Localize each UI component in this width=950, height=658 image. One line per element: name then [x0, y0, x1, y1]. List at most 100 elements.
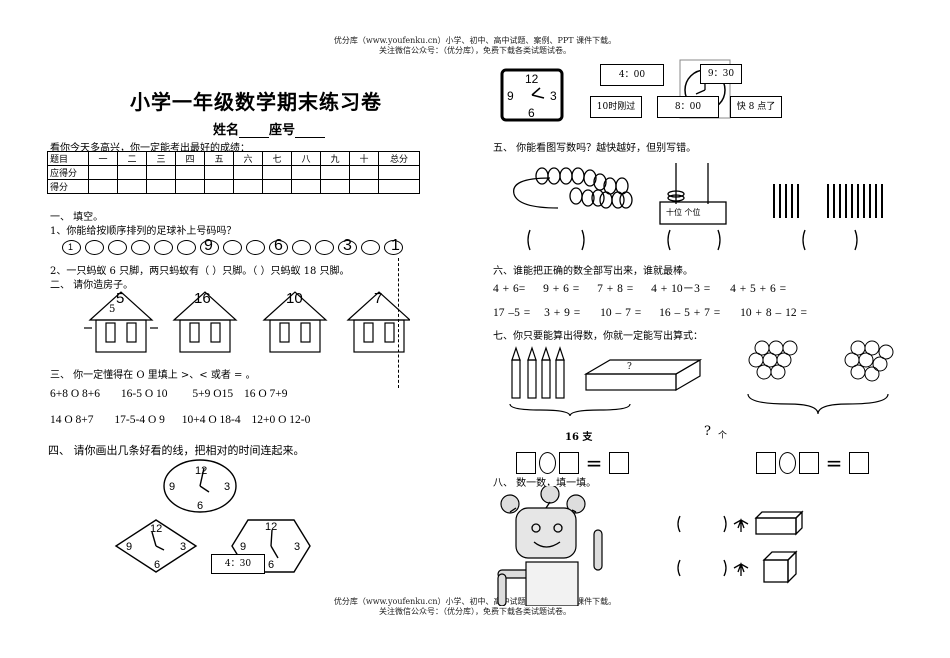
compare-item[interactable]: 12+0 O 12-0: [251, 414, 311, 426]
football-icon[interactable]: [131, 240, 150, 255]
football-icon[interactable]: [292, 240, 311, 255]
answer-box[interactable]: [799, 452, 820, 474]
score-cell[interactable]: [175, 165, 205, 180]
pencils-caption: 16 支: [565, 432, 593, 443]
score-cell[interactable]: [117, 179, 147, 194]
score-cell[interactable]: [349, 179, 379, 194]
score-cell[interactable]: [146, 179, 176, 194]
score-cell[interactable]: [88, 179, 118, 194]
houses-drawing: [84, 291, 410, 353]
score-cell[interactable]: [146, 165, 176, 180]
score-table-row: 应得分: [47, 165, 420, 180]
football-icon[interactable]: [154, 240, 173, 255]
compare-item[interactable]: 10+4 O 18-4: [181, 414, 241, 426]
football-icon: [62, 240, 81, 255]
operator-circle[interactable]: [539, 452, 557, 474]
score-cell[interactable]: [233, 165, 263, 180]
seat-blank[interactable]: [295, 124, 326, 138]
name-blank[interactable]: [239, 124, 270, 138]
compare-item[interactable]: 16-5 O 10: [120, 388, 168, 400]
section-1-heading: 一、 填空。: [50, 212, 104, 223]
compare-row-2: 14 O 8+7 17-5-4 O 9 10+4 O 18-4 12+0 O 1…: [50, 414, 310, 426]
football-icon: [200, 240, 219, 255]
compare-item[interactable]: 5+9 O15: [192, 388, 234, 400]
calc-item[interactable]: 7 + 8 =: [597, 283, 634, 295]
calc-item[interactable]: 3 + 9 =: [544, 307, 581, 319]
football-icon: [269, 240, 288, 255]
score-cell[interactable]: [320, 179, 350, 194]
operator-circle[interactable]: [779, 452, 797, 474]
calc-item[interactable]: 4 + 5 + 6 =: [730, 283, 787, 295]
calc-item[interactable]: 10 + 8 – 12 =: [740, 307, 807, 319]
compare-item[interactable]: 6+8 O 8+6: [50, 388, 101, 400]
score-cell[interactable]: [378, 165, 420, 180]
football-icon[interactable]: [177, 240, 196, 255]
score-cell[interactable]: [117, 165, 147, 180]
score-header-cell: 五: [204, 151, 234, 166]
svg-text:9: 9: [507, 89, 514, 103]
score-header-cell: 八: [291, 151, 321, 166]
svg-text:6: 6: [197, 500, 203, 512]
score-cell[interactable]: [204, 165, 234, 180]
score-table-row: 得分: [47, 179, 420, 194]
house-hint-number: 5: [109, 304, 116, 315]
score-header-cell: 十: [349, 151, 379, 166]
answer-box[interactable]: [848, 452, 869, 474]
score-cell[interactable]: [262, 179, 292, 194]
svg-text:3: 3: [224, 481, 230, 493]
compare-item[interactable]: 16 O 7+9: [243, 388, 288, 400]
score-cell[interactable]: [320, 165, 350, 180]
ball-number: 1: [68, 242, 74, 252]
calc-item[interactable]: 17 –5 =: [493, 307, 531, 319]
ball-number: 3: [343, 237, 352, 254]
football-icon[interactable]: [223, 240, 242, 255]
score-header-cell: 题目: [47, 151, 89, 166]
score-cell[interactable]: [291, 165, 321, 180]
equals-sign: =: [825, 451, 843, 475]
page-header: 优分库（www.youfenku.cn）小学、初中、高中试题、案例、PPT 课件…: [0, 36, 950, 56]
answer-box[interactable]: [756, 452, 776, 474]
calc-item[interactable]: 4 + 6=: [493, 283, 526, 295]
score-cell[interactable]: [349, 165, 379, 180]
calc-item[interactable]: 4 + 10－3 =: [651, 283, 711, 295]
time-box[interactable]: 9：30: [700, 64, 742, 84]
football-icon: [338, 240, 357, 255]
answer-box[interactable]: [516, 452, 536, 474]
section-4-heading: 四、 请你画出几条好看的线，把相对的时间连起来。: [48, 444, 305, 457]
football-icon[interactable]: [85, 240, 104, 255]
header-line-1: 优分库（www.youfenku.cn）小学、初中、高中试题、案例、PPT 课件…: [333, 36, 617, 45]
compare-item[interactable]: 14 O 8+7: [50, 414, 94, 426]
section-1-q1: 1、你能给按顺序排列的足球补上号码吗？: [50, 226, 237, 237]
calc-item[interactable]: 16 – 5 + 7 =: [659, 307, 721, 319]
football-icon[interactable]: [361, 240, 380, 255]
score-cell[interactable]: [175, 179, 205, 194]
box-question-mark: ?: [627, 362, 632, 372]
calc-row-1: 4 + 6= 9 + 6 = 7 + 8 = 4 + 10－3 = 4 + 5 …: [493, 280, 786, 296]
answer-box[interactable]: [559, 452, 580, 474]
intro-text: 看你今天多高兴，你一定能考出最好的成绩：: [50, 143, 250, 154]
time-box[interactable]: 10时刚过: [590, 96, 642, 118]
score-cell[interactable]: [262, 165, 292, 180]
football-icon[interactable]: [108, 240, 127, 255]
calc-item[interactable]: 9 + 6 =: [543, 283, 580, 295]
compare-item[interactable]: 17-5-4 O 9: [114, 414, 165, 426]
score-cell[interactable]: [378, 179, 420, 194]
svg-text:6: 6: [528, 106, 535, 120]
score-header-cell: 六: [233, 151, 263, 166]
equation-right: =: [756, 451, 869, 475]
time-box[interactable]: 快 8 点了: [730, 96, 782, 118]
time-box[interactable]: 4：00: [600, 64, 664, 86]
score-cell[interactable]: [291, 179, 321, 194]
score-cell[interactable]: [88, 165, 118, 180]
pencils-box-balls: [509, 340, 894, 417]
house-roof-number: 5: [116, 290, 125, 307]
football-icon[interactable]: [315, 240, 334, 255]
answer-box[interactable]: [608, 452, 629, 474]
time-box[interactable]: 8：00: [657, 96, 719, 118]
calc-item[interactable]: 10 – 7 =: [600, 307, 642, 319]
score-cell[interactable]: [204, 179, 234, 194]
score-cell[interactable]: [233, 179, 263, 194]
score-header-cell: 总分: [378, 151, 420, 166]
time-box-430[interactable]: 4：30: [211, 554, 265, 574]
football-icon[interactable]: [246, 240, 265, 255]
